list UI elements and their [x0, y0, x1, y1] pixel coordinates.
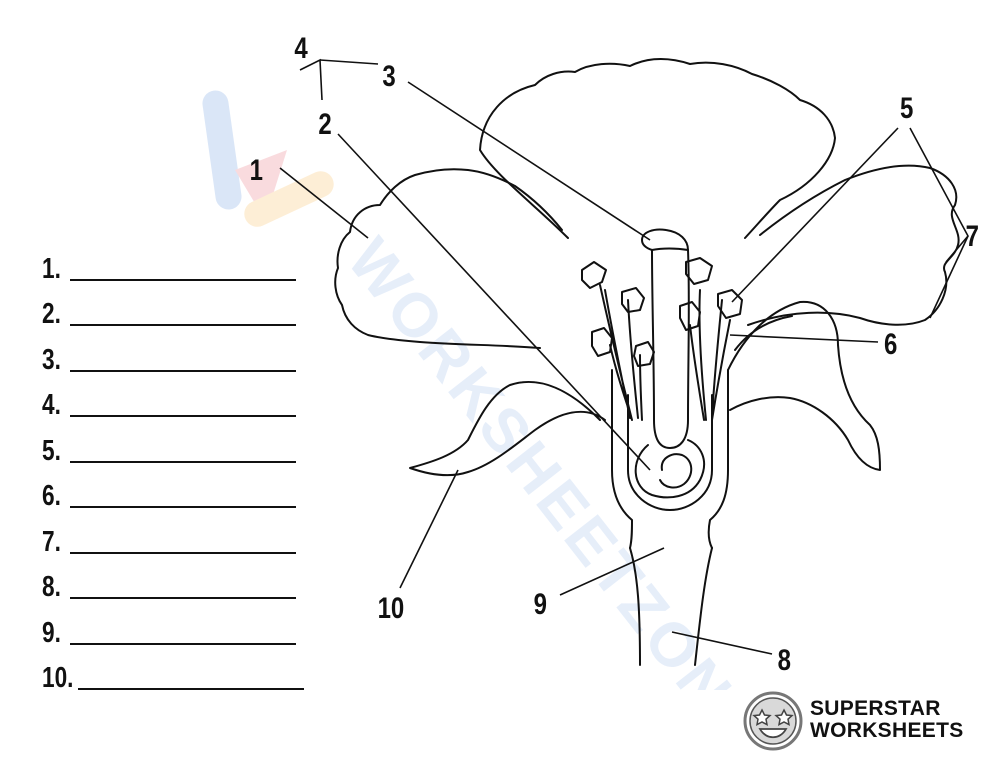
- anther-r2: [679, 301, 701, 331]
- stamen-filament-right: [689, 289, 731, 421]
- anther-l1: [581, 261, 607, 289]
- answer-blank-row[interactable]: 1.: [42, 238, 304, 284]
- anther-r3: [717, 289, 743, 319]
- leader-6: [729, 334, 879, 343]
- leader-8: [671, 631, 773, 655]
- answer-blank-number: 3.: [42, 343, 61, 376]
- answer-blank-row[interactable]: 2.: [42, 284, 304, 330]
- answer-blank-row[interactable]: 4.: [42, 375, 304, 421]
- answer-blank-row[interactable]: 6.: [42, 466, 304, 512]
- answer-blank-number: 10.: [42, 662, 74, 694]
- leader-1: [279, 167, 369, 239]
- anther-l3: [591, 327, 613, 357]
- receptacle: [611, 369, 729, 549]
- leader-7b: [929, 235, 969, 319]
- brand-name: SUPERSTAR WORKSHEETS: [810, 698, 964, 742]
- brand-line-2: WORKSHEETS: [810, 719, 964, 742]
- answer-blank-line[interactable]: [78, 688, 304, 690]
- petal-top: [479, 58, 836, 239]
- leader-4b: [319, 59, 379, 65]
- petal-right: [747, 164, 960, 326]
- leader-2: [337, 133, 651, 471]
- answer-blank-number: 7.: [42, 525, 61, 558]
- anther-l4: [633, 341, 655, 367]
- leader-5: [731, 127, 899, 303]
- answer-blank-row[interactable]: 8.: [42, 557, 304, 603]
- stigma: [641, 228, 689, 251]
- anther-r1: [685, 257, 713, 285]
- cup-inner: [627, 394, 713, 511]
- anther-l2: [621, 287, 645, 313]
- answer-blank-number: 4.: [42, 389, 61, 421]
- callout-7: 7: [966, 218, 979, 252]
- answer-blank-line[interactable]: [70, 597, 296, 599]
- stem: [629, 547, 713, 666]
- leader-10: [399, 469, 459, 589]
- sepal-right: [727, 300, 881, 471]
- stamen-filament-left: [599, 284, 643, 421]
- sepal-right-inner: [734, 315, 793, 351]
- sepal-left: [409, 380, 606, 477]
- answer-blank-line[interactable]: [70, 642, 296, 645]
- ovary: [634, 439, 706, 499]
- leader-9: [559, 547, 665, 596]
- answer-blank-row[interactable]: 5.: [42, 420, 304, 466]
- answer-blank-number: 8.: [42, 571, 61, 603]
- answer-blank-row[interactable]: 10.: [42, 648, 304, 694]
- leader-3: [407, 81, 651, 241]
- callout-8: 8: [778, 642, 791, 676]
- answer-blank-line[interactable]: [70, 369, 296, 372]
- answer-blank-row[interactable]: 9.: [42, 602, 304, 648]
- callout-10: 10: [378, 590, 405, 624]
- style: [651, 249, 690, 449]
- leader-4: [299, 58, 323, 101]
- answer-blank-row[interactable]: 3.: [42, 329, 304, 375]
- callout-1: 1: [250, 152, 263, 186]
- answer-blank-number: 9.: [42, 616, 61, 649]
- callout-2: 2: [318, 106, 331, 140]
- superstar-worksheets-logo: SUPERSTAR WORKSHEETS: [742, 690, 972, 751]
- callout-5: 5: [900, 90, 913, 124]
- answer-blank-number: 1.: [42, 252, 61, 285]
- answer-blank-line[interactable]: [70, 278, 296, 281]
- callout-9: 9: [534, 586, 547, 620]
- answer-blank-row[interactable]: 7.: [42, 511, 304, 557]
- brand-line-1: SUPERSTAR: [810, 697, 941, 720]
- star-face-icon: [743, 691, 803, 751]
- petal-left: [334, 168, 563, 349]
- answer-blank-line[interactable]: [70, 460, 296, 463]
- answer-blank-list: 1. 2. 3. 4. 5. 6. 7. 8. 9. 10.: [42, 238, 304, 693]
- ovule: [659, 453, 693, 489]
- callout-6: 6: [884, 326, 897, 360]
- answer-blank-line[interactable]: [70, 506, 296, 508]
- answer-blank-line[interactable]: [70, 551, 296, 554]
- answer-blank-line[interactable]: [70, 324, 296, 326]
- answer-blank-number: 2.: [42, 298, 61, 330]
- answer-blank-line[interactable]: [70, 415, 296, 417]
- callout-3: 3: [382, 58, 395, 92]
- answer-blank-number: 6.: [42, 480, 61, 512]
- callout-4: 4: [294, 30, 307, 64]
- answer-blank-number: 5.: [42, 434, 61, 467]
